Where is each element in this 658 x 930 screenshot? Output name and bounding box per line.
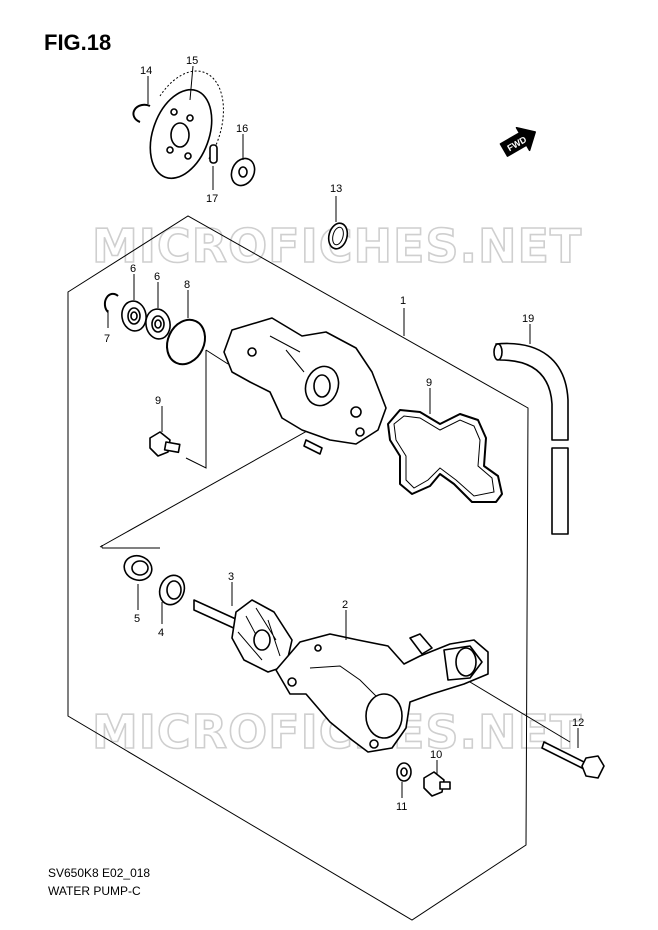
callout-17: 16 (236, 123, 248, 135)
callout-18: 17 (206, 193, 218, 205)
pump-body-1-icon (223, 317, 387, 455)
bolt-13-icon (541, 741, 605, 779)
callout-15: 14 (140, 65, 152, 77)
oil-seal-5-icon (123, 554, 153, 582)
callout-6b: 6 (154, 271, 160, 283)
leader-group-upper (185, 349, 229, 469)
callout-9: 8 (184, 279, 190, 291)
callout-10: 9 (155, 395, 161, 407)
bolt-11-icon (423, 771, 451, 797)
fwd-arrow-icon: FWD (499, 126, 536, 157)
sprocket-16-icon (149, 70, 224, 180)
callout-7: 7 (104, 333, 110, 345)
hose-19-icon (493, 342, 569, 535)
callout-13: 12 (572, 717, 584, 729)
washer-12-icon (396, 762, 412, 782)
callout-1: 1 (400, 295, 406, 307)
washer-17-icon (230, 157, 256, 187)
callout-19: 19 (522, 313, 534, 325)
bearing-6a-icon (121, 300, 147, 332)
assembly-boundary (67, 215, 529, 921)
lower-cluster-boundary (101, 545, 160, 549)
mech-seal-4-icon (158, 574, 186, 606)
callout-14: 13 (330, 183, 342, 195)
callout-8: 9 (426, 377, 432, 389)
callout-3: 3 (228, 571, 234, 583)
model-code: SV650K8 E02_018 (48, 866, 151, 880)
callout-16: 15 (186, 55, 198, 67)
callout-4: 4 (158, 627, 164, 639)
figure-title: FIG.18 (44, 30, 112, 55)
bearing-6b-icon (145, 308, 171, 340)
pump-case-2-icon (275, 633, 489, 753)
impeller-3-icon (193, 599, 293, 673)
oring-14-icon (327, 222, 349, 250)
pin-18-icon (209, 144, 218, 164)
oring-9-icon (166, 318, 206, 366)
callout-5: 5 (134, 613, 140, 625)
callout-2: 2 (342, 599, 348, 611)
circlip-15-icon (132, 103, 151, 123)
callout-12: 11 (396, 801, 407, 813)
bolt-10-icon (149, 431, 181, 457)
callout-11: 10 (430, 749, 442, 761)
callout-6a: 6 (130, 263, 136, 275)
leader-lines (107, 65, 579, 798)
gasket-8-icon (387, 409, 503, 503)
circlip-7-icon (103, 292, 119, 313)
section-name: WATER PUMP-C (48, 884, 141, 898)
